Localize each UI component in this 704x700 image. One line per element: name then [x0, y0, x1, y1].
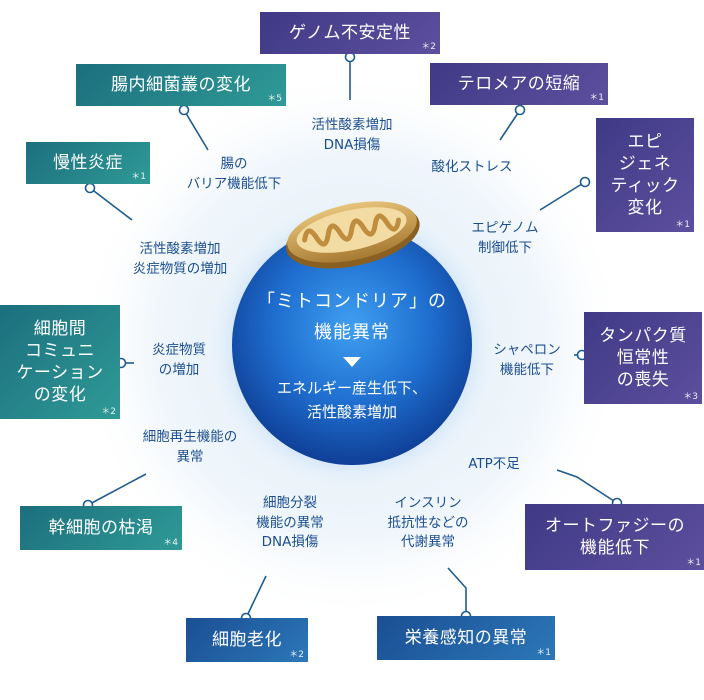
box-nutrient: 栄養感知の異常 ＊1: [377, 616, 555, 660]
box-senescence: 細胞老化 ＊2: [186, 618, 308, 662]
box-label: 幹細胞の枯渇: [48, 517, 154, 538]
label-ros-inflammation: 活性酸素増加 炎症物質の増加: [132, 241, 228, 277]
label-oxidative-stress: 酸化ストレス: [431, 159, 513, 175]
connector-line: [245, 575, 267, 619]
box-communication: 細胞間 コミュニ ケーション の変化＊2: [0, 305, 120, 419]
box-protein: タンパク質 恒常性 の喪失＊3: [584, 312, 702, 404]
label-gut-barrier: 腸の バリア機能低下: [186, 156, 282, 192]
connector-line: [556, 469, 618, 504]
connector-line: [447, 567, 467, 616]
connector-line: [87, 473, 147, 506]
connector-dot: [178, 104, 190, 116]
footnote-mark: ＊2: [101, 407, 116, 417]
box-label: 腸内細菌叢の変化: [111, 74, 251, 95]
connector-line: [499, 109, 521, 141]
connector-dot: [579, 176, 591, 188]
center-title: 「ミトコンドリア」の 機能異常: [257, 291, 447, 343]
footnote-mark: ＊1: [536, 648, 551, 658]
footnote-mark: ＊4: [163, 538, 178, 548]
box-epigenetic: エピ ジェネ ティック 変化＊1: [596, 118, 694, 232]
box-label: 栄養感知の異常: [404, 627, 528, 648]
box-genome: ゲノム不安定性 ＊2: [260, 12, 440, 54]
connector-line: [539, 181, 586, 211]
box-label: エピ ジェネ ティック 変化: [610, 131, 680, 219]
box-label: テロメアの短縮: [457, 73, 581, 94]
connector-line: [183, 109, 209, 151]
box-label: タンパク質 恒常性 の喪失: [599, 325, 687, 391]
label-regeneration: 細胞再生機能の 異常: [142, 429, 238, 465]
triangle-down-icon: [343, 357, 361, 367]
label-division: 細胞分裂 機能の異常 DNA損傷: [256, 495, 324, 551]
footnote-mark: ＊5: [267, 94, 282, 104]
footnote-mark: ＊1: [675, 220, 690, 230]
mitochondrion-icon: [286, 201, 420, 269]
footnote-mark: ＊1: [131, 172, 146, 182]
label-epigenome-control: エピゲノム 制御低下: [471, 220, 539, 256]
box-inflammation: 慢性炎症 ＊1: [26, 142, 150, 184]
footnote-mark: ＊1: [686, 558, 701, 568]
center-orb: [232, 225, 472, 465]
box-microbiome: 腸内細菌叢の変化 ＊5: [76, 64, 286, 106]
footnote-mark: ＊2: [421, 42, 436, 52]
label-inflammatory-substances: 炎症物質 の増加: [152, 342, 206, 378]
footnote-mark: ＊3: [683, 392, 698, 402]
connector-dot: [84, 182, 96, 194]
box-telomere: テロメアの短縮 ＊1: [430, 63, 608, 105]
label-ros-dna-top: 活性酸素増加 DNA損傷: [311, 117, 393, 153]
box-label: ゲノム不安定性: [289, 22, 411, 43]
connector-dot: [514, 104, 526, 116]
box-label: 細胞老化: [212, 629, 282, 650]
connector-line: [89, 187, 133, 221]
box-stem: 幹細胞の枯渇 ＊4: [20, 506, 182, 550]
label-chaperone: シャペロン 機能低下: [493, 342, 561, 378]
box-label: 慢性炎症: [53, 152, 123, 173]
box-label: オートファジーの 機能低下: [545, 515, 685, 558]
label-insulin: インスリン 抵抗性などの 代謝異常: [387, 495, 469, 551]
center-subtitle: エネルギー産生低下、 活性酸素増加: [276, 379, 428, 421]
box-autophagy: オートファジーの 機能低下＊1: [525, 504, 704, 570]
label-atp: ATP不足: [468, 456, 520, 472]
footnote-mark: ＊1: [589, 93, 604, 103]
footnote-mark: ＊2: [289, 650, 304, 660]
box-label: 細胞間 コミュニ ケーション の変化: [16, 318, 104, 406]
